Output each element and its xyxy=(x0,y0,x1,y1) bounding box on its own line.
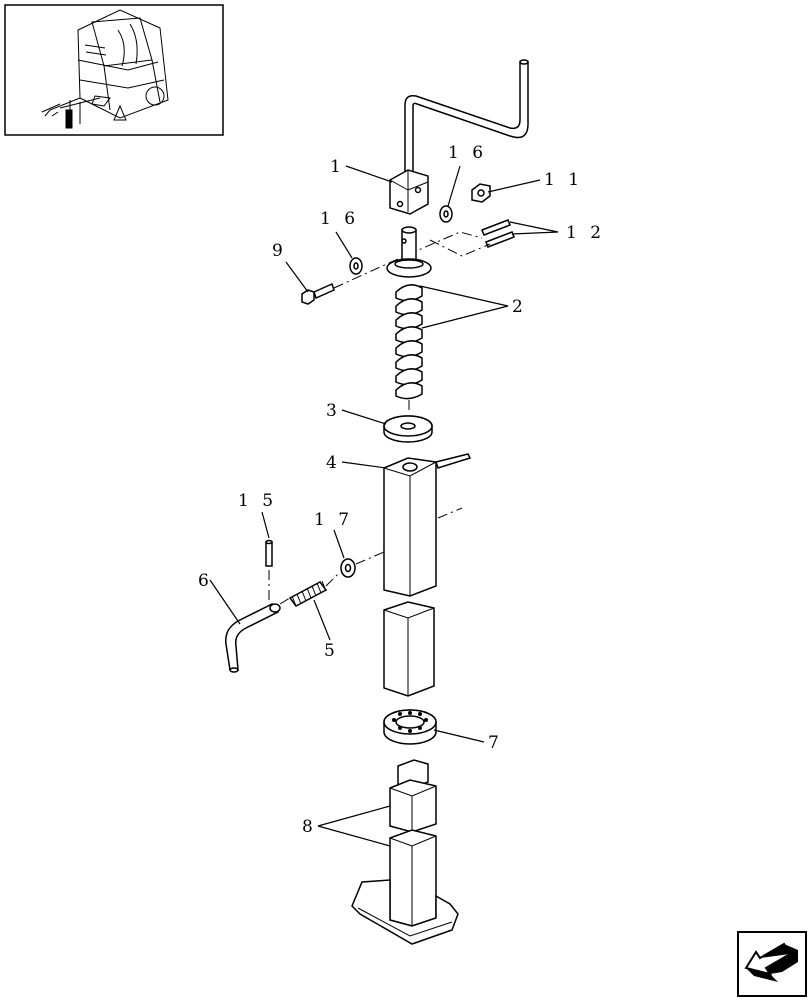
callout-12: 1 2 xyxy=(566,223,605,243)
axis-line-upper xyxy=(333,231,483,289)
baler-thumbnail-icon xyxy=(41,9,169,129)
callout-16-upper: 1 6 xyxy=(448,143,487,163)
callout-15: 1 5 xyxy=(238,491,277,511)
nut-11[interactable] xyxy=(471,183,491,203)
callout-7: 7 xyxy=(488,733,503,753)
callout-2: 2 xyxy=(512,297,527,317)
machine-thumbnail-frame[interactable] xyxy=(4,4,224,136)
callout-9: 9 xyxy=(272,241,287,261)
callout-16-lower: 1 6 xyxy=(320,209,359,229)
crank-handle[interactable] xyxy=(389,59,529,215)
screw-shaft[interactable] xyxy=(386,226,432,410)
callout-3: 3 xyxy=(326,401,341,421)
compression-spring[interactable] xyxy=(288,580,328,607)
lock-axis-line xyxy=(279,551,385,605)
back-arrow-icon[interactable] xyxy=(737,931,807,997)
callout-1: 1 xyxy=(330,157,345,177)
callout-5: 5 xyxy=(324,641,339,661)
callout-17: 1 7 xyxy=(314,510,353,530)
roll-pins-12[interactable] xyxy=(481,219,515,248)
leader-lines xyxy=(209,165,559,847)
foot-assembly[interactable] xyxy=(351,759,459,945)
callout-labels: 1 1 6 1 1 1 2 1 6 9 2 3 4 1 5 1 7 6 5 7 … xyxy=(198,143,605,837)
inner-tube[interactable] xyxy=(383,601,435,697)
pin-axis-line xyxy=(429,239,491,257)
roll-pin-15[interactable] xyxy=(265,539,273,567)
outer-tube[interactable] xyxy=(383,453,472,597)
lock-handle[interactable] xyxy=(225,603,281,673)
thrust-washer[interactable] xyxy=(383,415,433,443)
callout-6: 6 xyxy=(198,571,213,591)
bearing[interactable] xyxy=(383,709,437,745)
washer-17[interactable] xyxy=(340,558,356,578)
washer-16-lower[interactable] xyxy=(349,257,363,275)
washer-16-upper[interactable] xyxy=(439,205,453,223)
bolt-9[interactable] xyxy=(301,282,335,305)
callout-8: 8 xyxy=(302,817,317,837)
callout-11: 1 1 xyxy=(544,170,583,190)
callout-4: 4 xyxy=(326,453,341,473)
